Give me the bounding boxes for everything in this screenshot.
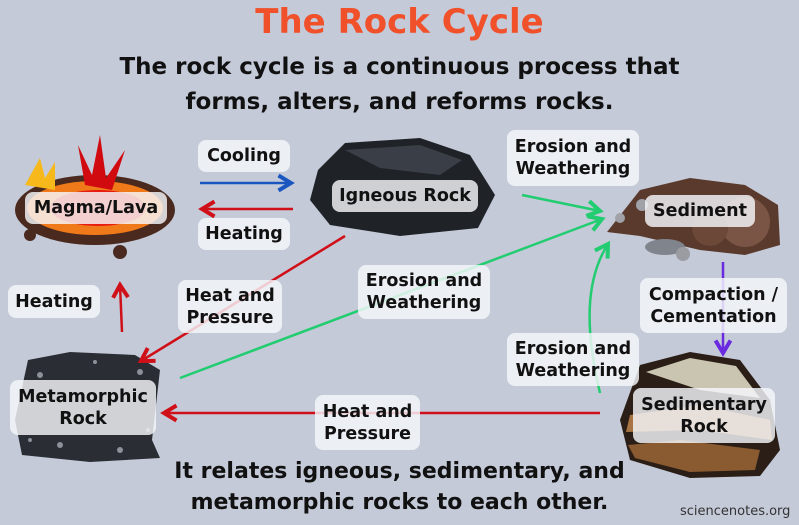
node-sediment: Sediment (645, 195, 755, 227)
footer-line-1: It relates igneous, sedimentary, and (174, 459, 625, 484)
node-magma: Magma/Lava (25, 192, 167, 224)
subtitle-line-2: forms, alters, and reforms rocks. (185, 89, 614, 115)
label-erosion-low: Erosion and Weathering (507, 333, 639, 386)
node-igneous: Igneous Rock (332, 180, 478, 212)
label-heating-left: Heating (8, 285, 100, 318)
label-erosion-mid: Erosion and Weathering (358, 265, 490, 319)
label-heat-pressure-bottom: Heat and Pressure (315, 395, 420, 450)
node-metamorphic: Metamorphic Rock (10, 380, 156, 435)
credit-text: sciencenotes.org (680, 504, 791, 519)
label-compaction: Compaction / Cementation (640, 278, 787, 333)
subtitle-line-1: The rock cycle is a continuous process t… (119, 54, 680, 80)
heating-arrow-left (111, 281, 130, 333)
footer-line-2: metamorphic rocks to each other. (190, 490, 609, 515)
page-title: The Rock Cycle (255, 2, 544, 42)
label-heat-pressure-diag: Heat and Pressure (178, 280, 282, 333)
label-heating-top: Heating (198, 218, 290, 250)
label-cooling: Cooling (198, 140, 290, 172)
erosion-arrow-top (521, 193, 604, 218)
label-erosion-top: Erosion and Weathering (507, 130, 639, 186)
node-sedimentary: Sedimentary Rock (633, 388, 775, 443)
